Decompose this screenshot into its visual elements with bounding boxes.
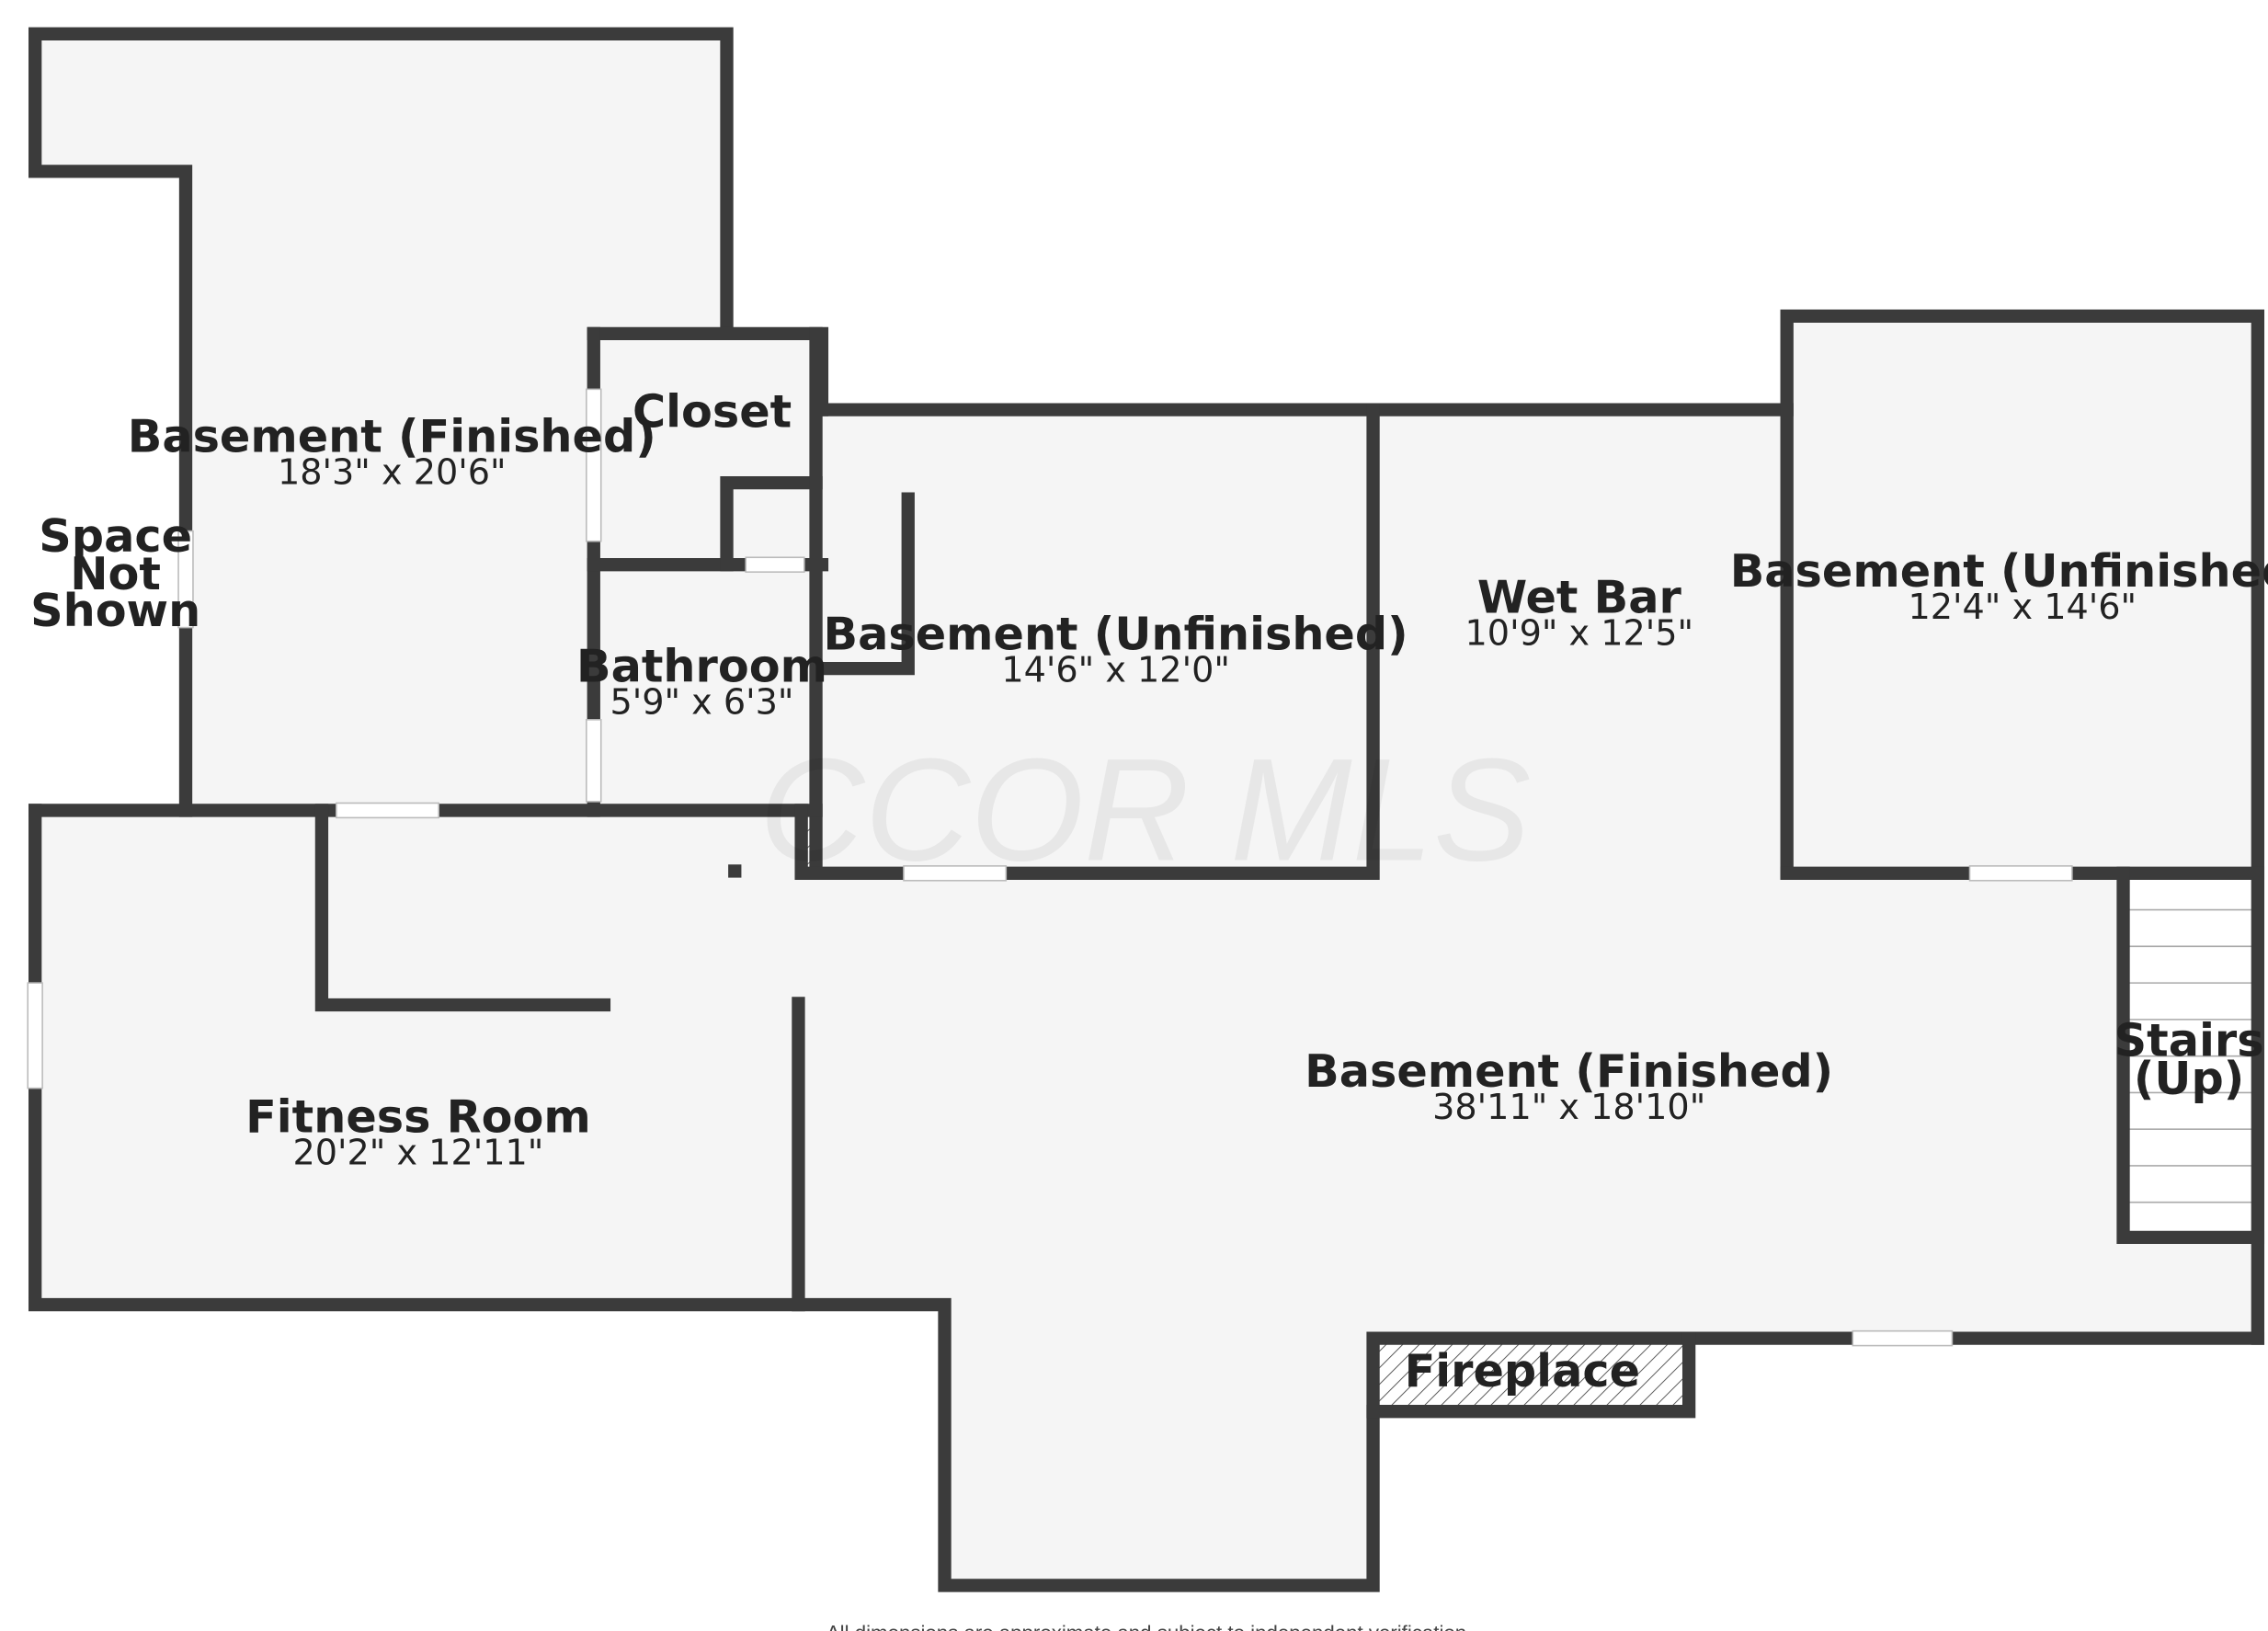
wall-outer-bottom-right	[28, 804, 2265, 1592]
wall-center-room	[794, 403, 1380, 880]
room-name-wet-bar: Wet Bar	[1477, 571, 1682, 624]
opening-center-room	[903, 865, 1008, 882]
room-name-fitness-room: Fitness Room	[245, 1089, 591, 1143]
room-name-basement-finished-main: Basement (Finished)	[1305, 1044, 1833, 1098]
opening-closet-inner	[745, 556, 805, 573]
space-not-shown-line-3: Shown	[30, 584, 200, 637]
room-dims-fitness-room: 20'2" x 12'11"	[292, 1133, 543, 1173]
wall-center-stub	[821, 492, 915, 676]
wet-bar-floor	[1373, 409, 1787, 878]
room-labels: Basement (Finished) 18'3" x 20'6" Closet…	[30, 385, 2268, 1397]
room-name-basement-unfinished-right: Basement (Unfinished)	[1730, 544, 2268, 598]
wall-closet-inner-box	[720, 475, 823, 572]
wall-stairs	[2116, 866, 2265, 1245]
opening-closet-door	[586, 388, 602, 542]
space-not-shown-line-2: Not	[70, 547, 161, 600]
wall-fitness-inner	[314, 804, 611, 1012]
stair-treads	[2128, 908, 2252, 1203]
window-fitness-left	[27, 982, 43, 1089]
floor-fills	[35, 33, 2258, 1586]
room-dims-basement-unfinished-center: 14'6" x 12'0"	[1001, 650, 1230, 690]
fireplace-hatch	[1378, 1343, 1683, 1406]
opening-fitness-top	[336, 802, 439, 819]
stairs-label-line-2: (Up)	[2134, 1052, 2244, 1105]
room-name-basement-unfinished-center: Basement (Unfinished)	[824, 607, 1408, 660]
pillar	[728, 864, 742, 878]
main-floor	[35, 810, 2258, 1586]
disclaimer: All dimensions are approximate and subje…	[826, 1621, 1466, 1631]
closet-floor	[593, 333, 822, 565]
unfinished-basement-right-floor	[1786, 315, 2258, 873]
wall-upper-left-outline	[28, 27, 734, 341]
wall-right-room	[1780, 309, 2265, 1345]
room-dims-wet-bar: 10'9" x 12'5"	[1465, 614, 1694, 655]
window-bottom-right	[1852, 1329, 1954, 1347]
opening-bath-door	[586, 719, 602, 803]
watermark: CCOR MLS	[759, 728, 1532, 892]
upper-left-basement-floor	[35, 33, 727, 811]
room-dims-bathroom: 5'9" x 6'3"	[610, 682, 793, 723]
wall-fireplace-box	[1366, 1331, 1696, 1419]
room-name-fireplace: Fireplace	[1405, 1344, 1640, 1397]
bathroom-floor	[593, 565, 822, 811]
space-not-shown-line-1: Space	[39, 509, 192, 563]
room-dims-basement-finished-main: 38'11" x 18'10"	[1432, 1088, 1705, 1128]
room-name-basement-finished-upper: Basement (Finished)	[128, 410, 656, 463]
room-name-closet: Closet	[633, 385, 792, 439]
opening-right-room	[1968, 865, 2073, 882]
openings	[27, 388, 2073, 1347]
room-dims-basement-unfinished-right: 12'4" x 14'6"	[1908, 587, 2137, 628]
room-dims-basement-finished-upper: 18'3" x 20'6"	[278, 453, 507, 494]
wall-upper-left-inner	[28, 165, 193, 817]
opening-space-not-shown	[177, 530, 194, 629]
stairs-label-line-1: Stairs	[2114, 1014, 2264, 1067]
room-name-bathroom: Bathroom	[576, 639, 827, 692]
